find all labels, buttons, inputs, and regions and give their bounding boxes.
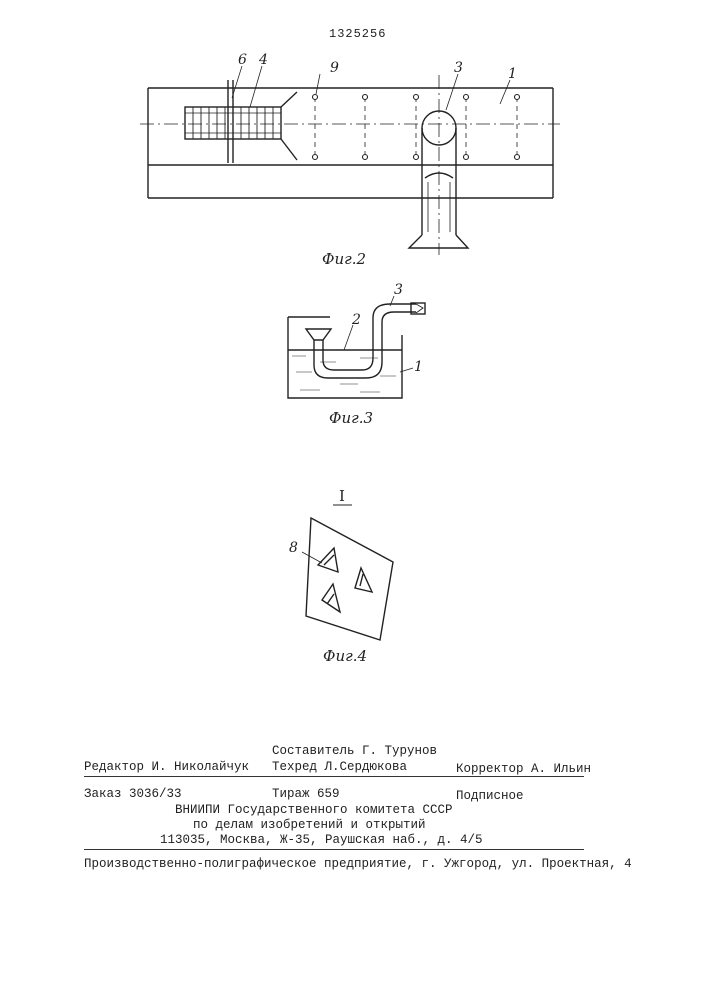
fig2-label-6: 6 bbox=[238, 52, 247, 68]
fig4-drawing bbox=[302, 505, 393, 640]
drawing-sheet: 6 4 9 3 1 3 2 1 I 8 bbox=[0, 0, 707, 700]
fig2-label-4: 4 bbox=[258, 52, 268, 68]
fig4-caption: Фиг.4 bbox=[323, 647, 367, 665]
org-line-2: по делам изобретений и открытий bbox=[193, 818, 426, 832]
subscription: Подписное bbox=[456, 789, 524, 803]
fig3-label-1: 1 bbox=[414, 359, 423, 375]
org-line-1: ВНИИПИ Государственного комитета СССР bbox=[175, 803, 453, 817]
fig3-caption: Фиг.3 bbox=[329, 409, 373, 427]
fig4-view-label: I bbox=[339, 487, 345, 505]
fig3-label-3: 3 bbox=[394, 282, 403, 298]
techred: Техред Л.Сердюкова bbox=[272, 760, 407, 774]
fig2-label-1: 1 bbox=[508, 66, 517, 82]
corrector: Корректор А. Ильин bbox=[456, 762, 591, 776]
imprint-rule-bottom bbox=[84, 849, 584, 850]
imprint-rule-top bbox=[84, 776, 584, 777]
compiler: Составитель Г. Турунов bbox=[272, 744, 437, 758]
fig2-label-3: 3 bbox=[454, 60, 463, 76]
order-number: Заказ 3036/33 bbox=[84, 787, 182, 801]
fig2-label-9: 9 bbox=[330, 60, 339, 76]
circulation: Тираж 659 bbox=[272, 787, 340, 801]
org-line-3: 113035, Москва, Ж-35, Раушская наб., д. … bbox=[160, 833, 483, 847]
fig4-label-8: 8 bbox=[289, 540, 298, 556]
fig2-drawing bbox=[140, 66, 560, 255]
printer-line: Производственно-полиграфическое предприя… bbox=[84, 857, 632, 871]
fig3-label-2: 2 bbox=[351, 312, 361, 328]
editor: Редактор И. Николайчук bbox=[84, 760, 249, 774]
fig2-caption: Фиг.2 bbox=[322, 250, 366, 268]
